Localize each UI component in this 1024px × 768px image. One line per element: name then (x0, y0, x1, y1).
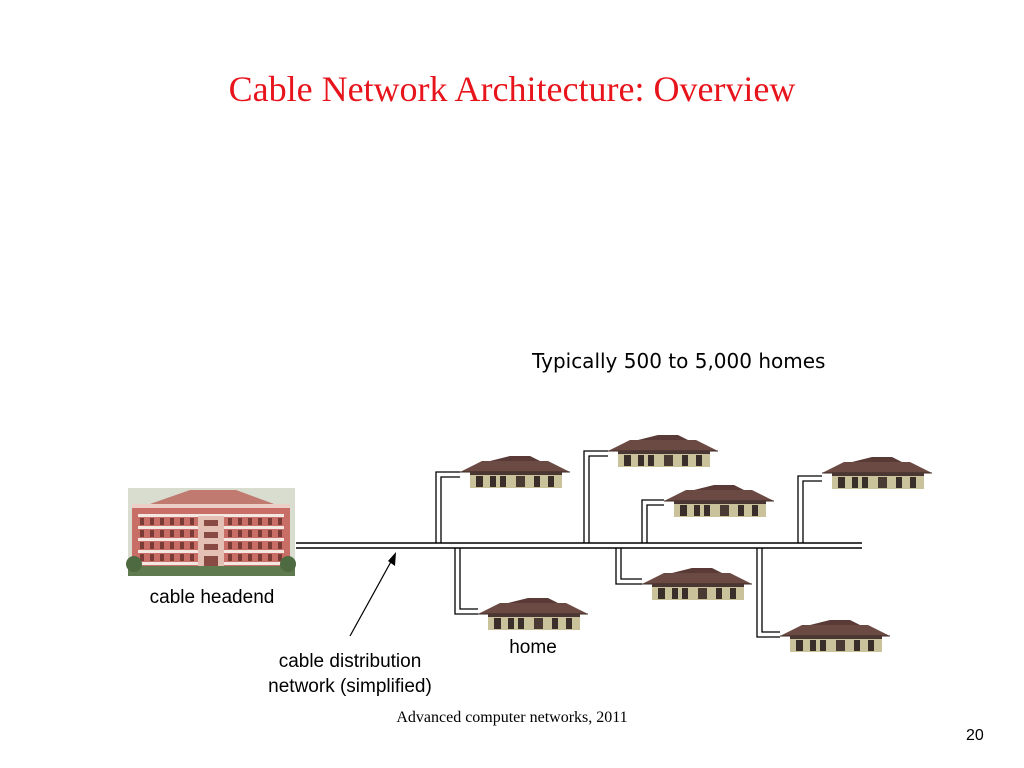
house-1-icon (459, 455, 571, 489)
pointer-arrow (349, 557, 394, 637)
page-number: 20 (966, 727, 984, 744)
house-6-icon (641, 567, 753, 601)
pointer-arrowhead (388, 552, 396, 566)
footer-text: Advanced computer networks, 2011 (396, 709, 628, 726)
house-home-icon (477, 597, 589, 631)
branch-lines (435, 450, 822, 638)
distribution-label-line2: network (simplified) (268, 676, 432, 698)
house-3-icon (663, 484, 775, 518)
homes-count-note: Typically 500 to 5,000 homes (532, 349, 826, 373)
headend-building-icon (126, 488, 296, 576)
house-2-icon (607, 434, 719, 468)
house-7-icon (779, 619, 891, 653)
headend-label: cable headend (149, 587, 275, 608)
distribution-label: cable distribution network (simplified) (225, 649, 475, 699)
home-label: home (509, 637, 557, 658)
distribution-label-line1: cable distribution (278, 651, 422, 672)
house-4-icon (821, 456, 933, 490)
slide-title: Cable Network Architecture: Overview (228, 69, 796, 109)
